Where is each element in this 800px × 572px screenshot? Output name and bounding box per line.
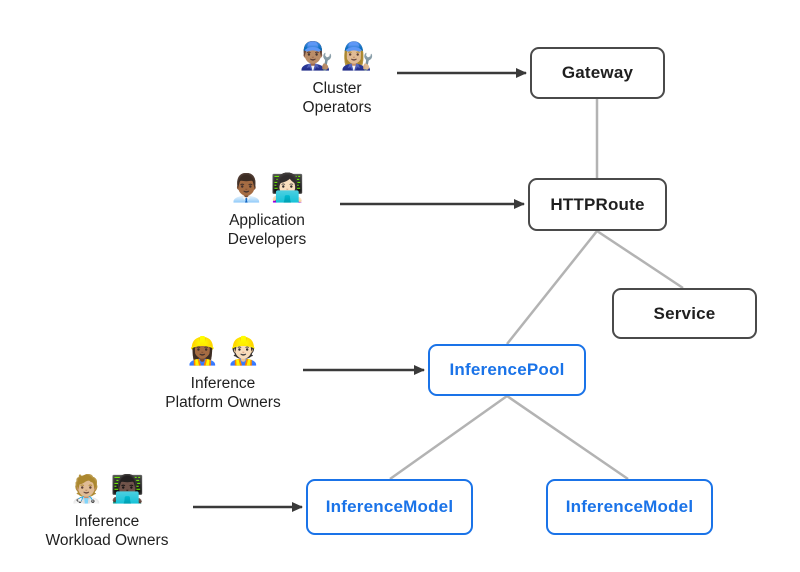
connector-inferencepool-inferencemodel-right xyxy=(506,394,629,481)
mechanic-people-emoji: 👨🏽‍🔧 👩🏼‍🔧 xyxy=(299,41,375,71)
actor-inference-platform-owners: 👷🏾‍♀️ 👷🏻 Inference Platform Owners xyxy=(123,331,323,412)
actor-label: Inference Platform Owners xyxy=(123,374,323,412)
connector-httproute-inferencepool xyxy=(506,230,598,345)
node-inferencemodel-left: InferenceModel xyxy=(306,479,473,535)
construction-worker-people-emoji: 👷🏾‍♀️ 👷🏻 xyxy=(185,336,261,366)
actor-label-line1: Inference xyxy=(74,513,140,530)
actor-label-line2: Operators xyxy=(302,99,372,116)
node-inferencepool: InferencePool xyxy=(428,344,586,396)
actor-application-developers: 👨🏾‍💼 👩🏻‍💻 Application Developers xyxy=(177,168,357,249)
actor-label-line2: Developers xyxy=(227,231,307,248)
actor-label-line1: Application xyxy=(229,212,305,229)
actor-cluster-operators: 👨🏽‍🔧 👩🏼‍🔧 Cluster Operators xyxy=(247,36,427,117)
actor-label: Cluster Operators xyxy=(247,79,427,117)
node-service: Service xyxy=(612,288,757,339)
office-worker-and-technologist-emoji: 👨🏾‍💼 👩🏻‍💻 xyxy=(229,173,305,203)
actor-label-line2: Workload Owners xyxy=(45,532,169,549)
actor-label-line2: Platform Owners xyxy=(165,394,281,411)
actor-label: Inference Workload Owners xyxy=(7,512,207,550)
actor-label-line1: Cluster xyxy=(312,80,362,97)
node-inferencemodel-right: InferenceModel xyxy=(546,479,713,535)
node-gateway: Gateway xyxy=(530,47,665,99)
actor-label-line1: Inference xyxy=(190,375,256,392)
actor-inference-workload-owners: 🧑🏼‍⚕️ 👨🏿‍💻 Inference Workload Owners xyxy=(7,469,207,550)
node-httproute: HTTPRoute xyxy=(528,178,667,231)
connector-httproute-service xyxy=(596,229,684,290)
connector-inferencepool-inferencemodel-left xyxy=(389,394,508,481)
health-worker-and-technologist-emoji: 🧑🏼‍⚕️ 👨🏿‍💻 xyxy=(69,474,145,504)
actor-label: Application Developers xyxy=(177,211,357,249)
